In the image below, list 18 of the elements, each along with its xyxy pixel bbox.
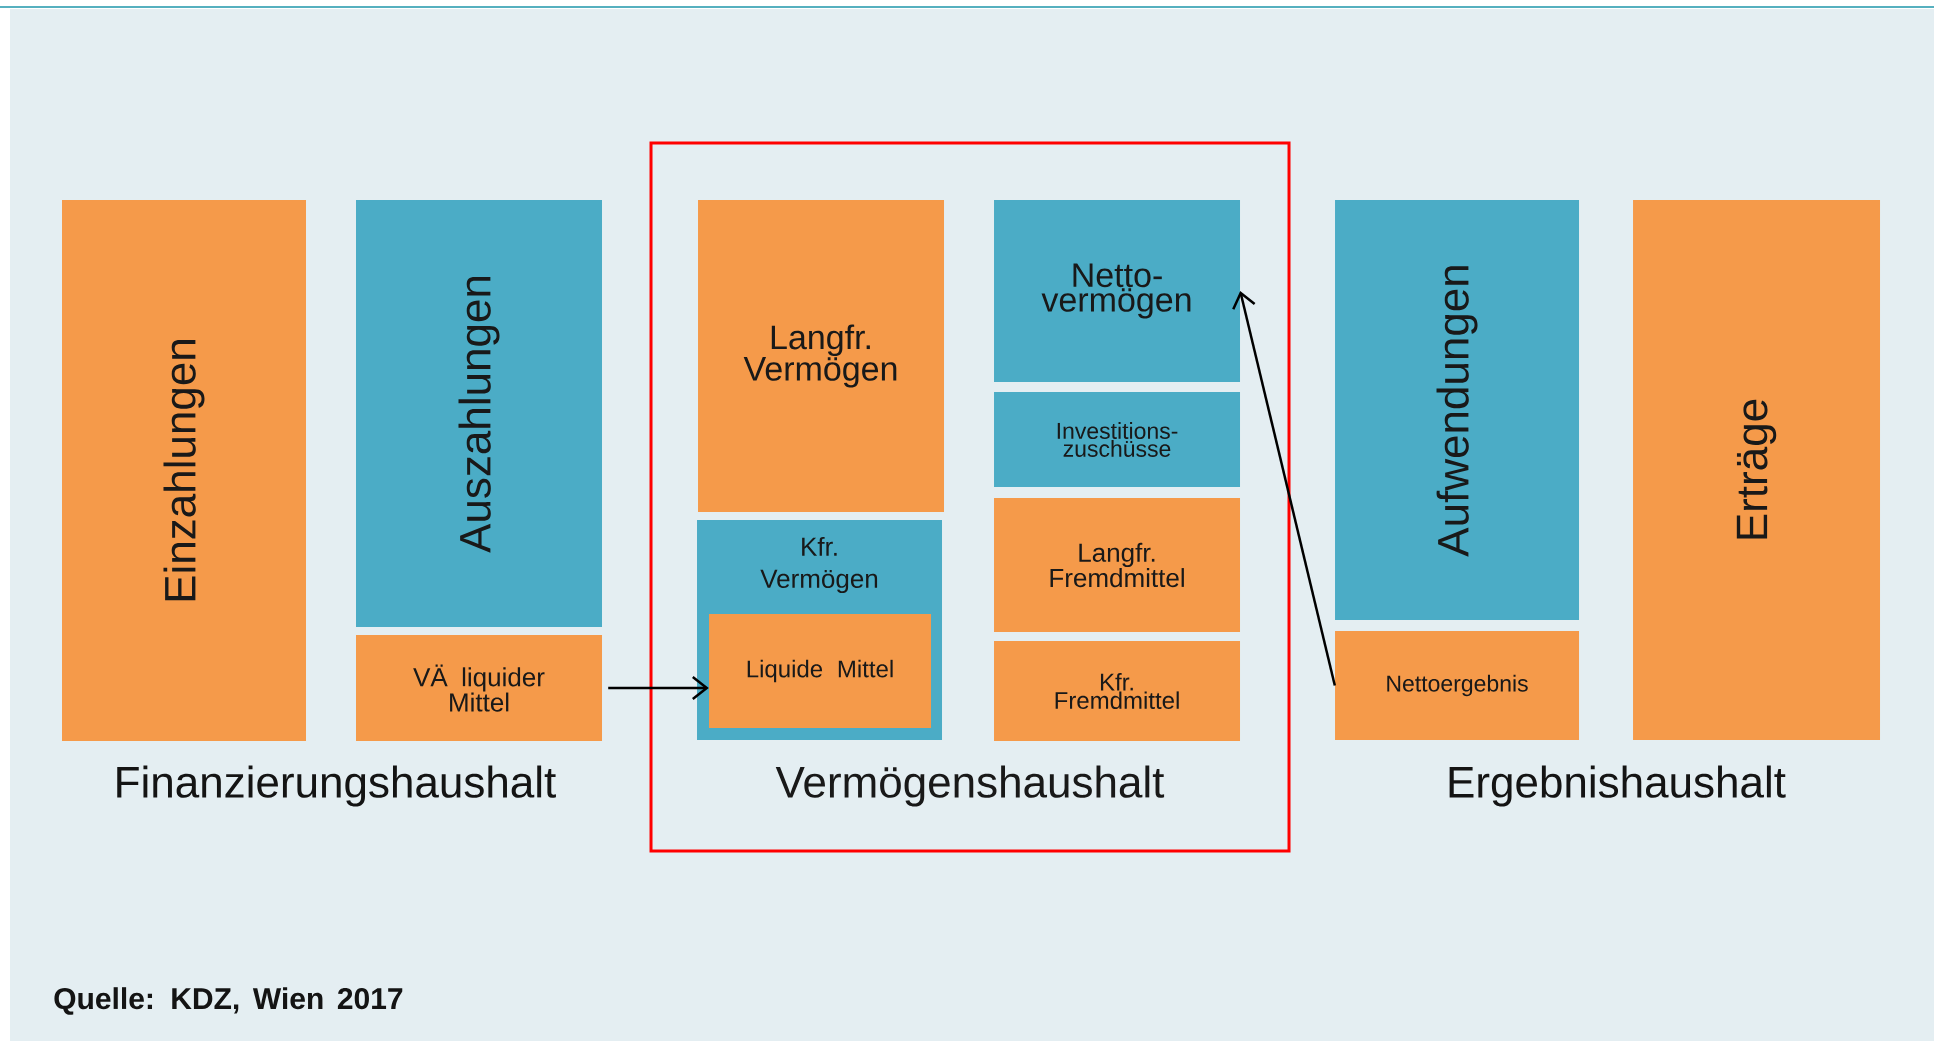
account-box: Kfr. Fremdmittel [994,641,1240,741]
account-box: Investitions- zuschüsse [994,392,1240,487]
account-box: Langfr. Fremdmittel [994,498,1240,632]
column-box: Aufwendungen [1335,200,1579,620]
column-box: Auszahlungen [356,200,602,627]
account-box: Nettoergebnis [1335,631,1579,740]
account-box: Liquide Mittel [709,614,931,728]
column-box: Erträge [1633,200,1881,740]
source-note: Quelle: KDZ, Wien 2017 [54,987,403,1015]
column-box: Einzahlungen [62,200,306,741]
arrow [608,676,709,700]
section-title: Vermögenshaushalt [775,765,1165,807]
account-box: Netto- vermögen [994,200,1240,382]
section-title: Ergebnishaushalt [1449,765,1786,807]
arrow [1232,291,1337,686]
account-box: VÄ liquider Mittel [356,635,602,741]
account-box: Langfr. Vermögen [698,200,944,512]
section-title: Finanzierungshaushalt [117,765,556,807]
